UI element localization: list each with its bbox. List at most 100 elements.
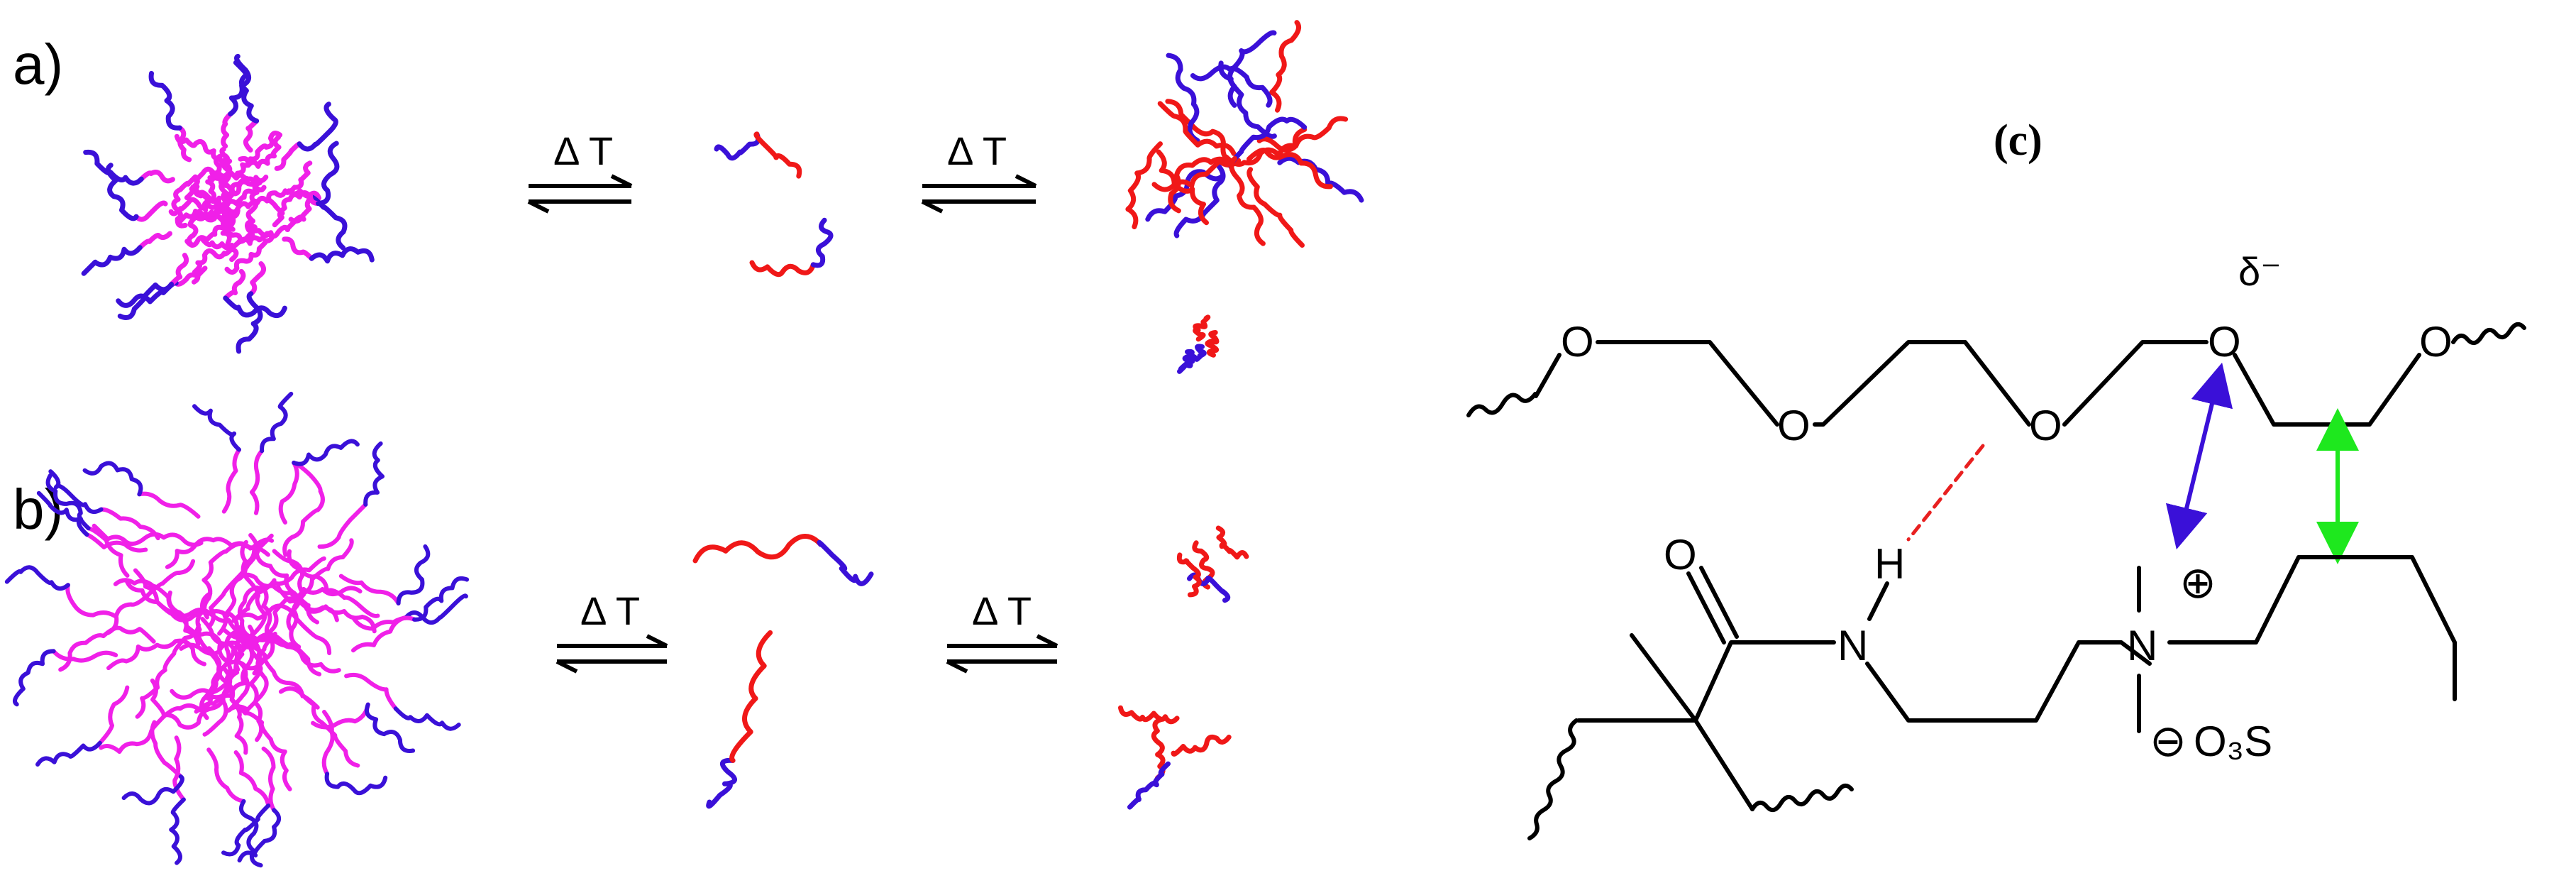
block-chain	[810, 217, 834, 268]
aggregate-chain	[1246, 147, 1333, 190]
aggregate-chain	[1145, 169, 1225, 222]
core-arm	[169, 253, 189, 287]
shell-arm	[412, 576, 470, 622]
core-arm	[288, 195, 314, 224]
peg-oxygen-2: O	[1777, 402, 1811, 449]
aggregate-chain	[1228, 116, 1308, 170]
shell-arm	[13, 649, 56, 707]
core-arm	[338, 574, 401, 605]
core-chain	[231, 556, 326, 623]
aggregate-chain	[1227, 30, 1277, 108]
core-chain	[268, 586, 363, 634]
core-arm	[344, 672, 398, 711]
aggregate-chain	[1277, 155, 1364, 203]
aggregate-a	[1125, 20, 1364, 248]
panel-c: (c) O O O O O δ⁻ O H N N ⊕ ⊖ O₃S	[1466, 116, 2526, 840]
core-chain	[207, 169, 267, 193]
aggregate-chain	[1190, 64, 1273, 108]
core-chain	[174, 133, 233, 166]
panel-a: a) Δ T Δ T	[13, 20, 1364, 374]
shell-arm	[48, 469, 104, 515]
unimers-a	[714, 131, 834, 278]
aggregate-chain	[1176, 552, 1202, 598]
polymer-wavy-left	[1527, 718, 1579, 840]
core-chain	[168, 197, 231, 216]
shell-arm	[36, 490, 89, 537]
core-arm	[177, 125, 192, 163]
core-arm	[138, 169, 175, 184]
aggregate-chain	[1185, 344, 1207, 366]
core-chain	[248, 631, 277, 742]
core-arm	[311, 702, 370, 730]
polymer-wavy-right	[1750, 783, 1854, 813]
delta-t-label-a1: Δ T	[553, 128, 613, 173]
core-chain	[235, 131, 283, 176]
core-arm	[223, 268, 246, 301]
core-chain	[194, 625, 255, 714]
core-chain	[230, 697, 292, 791]
shell-arm	[316, 141, 340, 207]
core-chain	[278, 686, 360, 768]
shell-arm	[81, 245, 143, 276]
shell-arm	[297, 102, 338, 152]
block-chain	[753, 131, 802, 179]
shell-arm	[117, 281, 175, 320]
core-chain	[234, 572, 339, 623]
aggregate-chain	[1173, 161, 1226, 238]
aggregate-chain	[1229, 155, 1266, 246]
unimers-b	[692, 534, 874, 809]
collapsed-chains-b	[1118, 525, 1249, 810]
shell-arm	[292, 439, 360, 466]
sulfopropyl-chain	[2167, 555, 2457, 701]
delta-t-label-b2: Δ T	[972, 588, 1032, 633]
core-chain	[165, 537, 270, 569]
equilibrium-arrow-a2: Δ T	[921, 128, 1037, 214]
amide-nitrogen: N	[1837, 622, 1868, 669]
core-arm	[173, 265, 208, 287]
core-chain	[240, 539, 267, 647]
core-chain	[226, 195, 285, 216]
core-chain	[196, 618, 245, 713]
shell-arm	[221, 804, 271, 857]
core-chain	[124, 578, 230, 623]
core-arm	[99, 507, 160, 541]
core-chain	[195, 591, 223, 701]
block-chain	[817, 539, 874, 586]
aggregate-chain	[1269, 20, 1301, 113]
core-arm	[51, 649, 118, 663]
shell-arm	[396, 544, 431, 605]
block-chain	[692, 534, 824, 564]
panel-c-label: (c)	[1994, 116, 2042, 165]
shell-arm	[192, 404, 241, 452]
carbonyl-oxygen: O	[1664, 531, 1697, 578]
core-arm	[221, 447, 241, 514]
core-chain	[171, 174, 198, 229]
core-arm	[233, 750, 271, 808]
block-chain	[729, 630, 773, 763]
delta-minus-label: δ⁻	[2238, 249, 2282, 294]
core-arm	[274, 141, 302, 171]
n-h-bond	[1867, 581, 1889, 621]
core-arm	[243, 118, 260, 153]
panel-a-label: a)	[13, 33, 63, 96]
core-arm	[137, 491, 201, 519]
core-arm	[321, 710, 335, 777]
aggregate-chain	[1193, 314, 1211, 342]
shell-arm	[364, 702, 416, 753]
peg-chain	[1534, 340, 2421, 427]
hydrogen-bond	[1906, 444, 1985, 542]
core-chain	[224, 230, 275, 275]
peg-oxygen-3: O	[2029, 402, 2062, 449]
core-chain	[105, 559, 196, 635]
core-arm	[97, 685, 130, 745]
peg-oxygen-5: O	[2419, 318, 2453, 366]
core-arm	[137, 231, 172, 251]
core-arm	[352, 615, 417, 631]
shell-arm	[309, 246, 375, 264]
core-chain	[106, 638, 206, 671]
core-chain	[199, 175, 250, 221]
core-arm	[86, 526, 130, 578]
core-arm	[248, 261, 267, 297]
core-arm	[278, 460, 299, 525]
